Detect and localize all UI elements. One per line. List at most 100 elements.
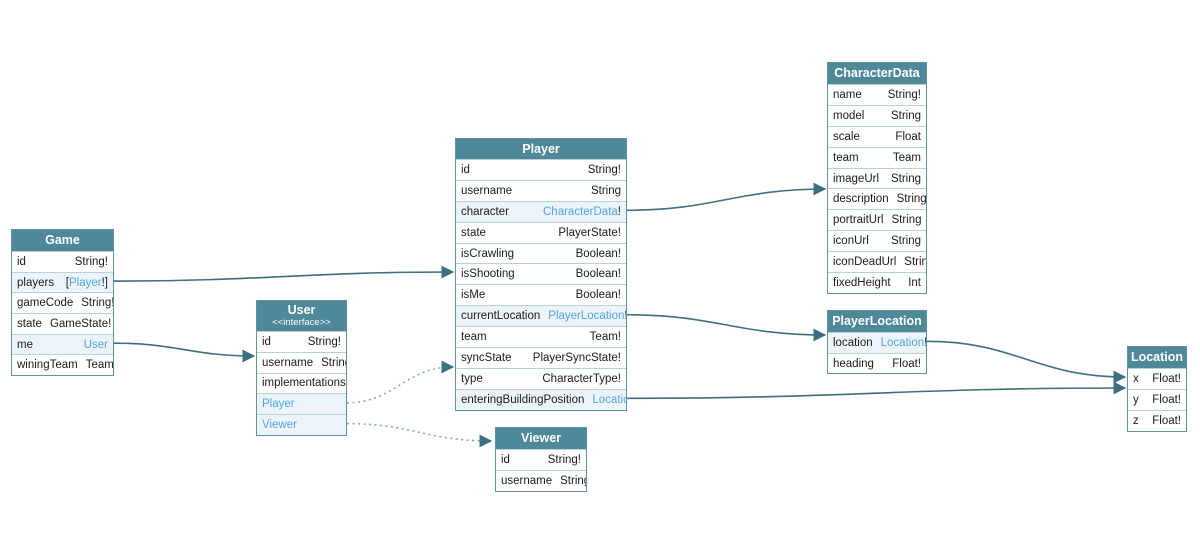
field-name: description [833, 193, 889, 206]
table-title: PlayerLocation [832, 314, 922, 328]
edge-player-enteringbuildingposition-to-location [626, 381, 1127, 400]
field-name: state [17, 317, 42, 330]
field-name: username [461, 184, 513, 197]
field-name: iconUrl [833, 235, 869, 248]
type-text: CharacterType! [542, 372, 621, 385]
field-name: team [461, 331, 487, 344]
field-type: CharacterType! [542, 373, 621, 385]
type-link-player[interactable]: Player [69, 276, 102, 289]
field-row-characterdata-fixedheight[interactable]: fixedHeight Int [828, 272, 926, 293]
field-type: Float! [1152, 373, 1181, 385]
field-name: enteringBuildingPosition [461, 393, 585, 406]
type-text: [ [65, 276, 69, 289]
type-link-location[interactable]: Location [880, 336, 925, 349]
field-row-player-currentlocation[interactable]: currentLocation PlayerLocation! [456, 305, 626, 327]
table-header-location[interactable]: Location [1128, 347, 1186, 368]
edge-player-character-to-characterdata [626, 182, 827, 212]
field-row-user-viewer[interactable]: Viewer [257, 414, 346, 435]
field-name: location [833, 336, 873, 349]
field-type: Boolean! [576, 289, 621, 301]
field-name: currentLocation [461, 310, 541, 323]
field-type: String! [308, 336, 341, 348]
field-name: portraitUrl [833, 214, 884, 227]
table-title: Viewer [520, 431, 562, 445]
type-text: String [904, 256, 926, 269]
field-row-characterdata-icondeadurl[interactable]: iconDeadUrl String [828, 251, 926, 273]
edge-playerlocation-location-to-location [926, 340, 1127, 384]
field-type: Float! [1152, 415, 1181, 427]
field-row-user-id[interactable]: id String! [257, 331, 346, 352]
type-table-user[interactable]: User<<interface>> id String! usernameString… [256, 300, 347, 436]
field-type: Float [895, 131, 921, 143]
field-type: Int [908, 277, 921, 289]
field-type: PlayerLocation! [548, 310, 626, 322]
field-row-game-players[interactable]: players[Player!] [12, 271, 113, 293]
table-header-game[interactable]: Game [12, 230, 113, 251]
field-type: PlayerState! [558, 227, 621, 239]
table-header-characterdata[interactable]: CharacterData [828, 63, 926, 84]
table-header-viewer[interactable]: Viewer [496, 428, 586, 449]
type-table-playerlocation[interactable]: PlayerLocationlocationLocation!headingFl… [827, 310, 927, 375]
type-link-user[interactable]: User [83, 338, 108, 351]
field-type: String [891, 110, 921, 122]
field-row-player-enteringbuildingposition[interactable]: enteringBuildingPosition Location [456, 388, 626, 410]
table-header-player[interactable]: Player [456, 139, 626, 159]
field-name: team [833, 151, 859, 164]
field-name: x [1133, 373, 1139, 385]
implementation-link-player[interactable]: Player [262, 398, 295, 411]
field-row-user-player[interactable]: Player [257, 393, 346, 415]
type-link-location[interactable]: Location [592, 393, 626, 406]
type-text: String! [81, 297, 113, 310]
table-header-user[interactable]: User<<interface>> [257, 301, 346, 331]
type-link-characterdata[interactable]: CharacterData [543, 205, 618, 218]
field-type: String [891, 173, 921, 185]
type-text: Boolean! [575, 268, 621, 281]
type-link-playerlocation[interactable]: PlayerLocation [548, 310, 625, 323]
field-name: id [262, 335, 271, 348]
field-row-user-implementations[interactable]: implementations [257, 372, 346, 394]
field-type: [Player!] [66, 277, 108, 289]
field-type: PlayerSyncState! [533, 352, 621, 364]
field-name: iconDeadUrl [833, 256, 897, 269]
implementation-link-viewer[interactable]: Viewer [262, 419, 297, 432]
table-header-playerlocation[interactable]: PlayerLocation [828, 311, 926, 332]
field-name: fixedHeight [833, 276, 891, 289]
field-row-location-x[interactable]: x Float! [1128, 368, 1186, 389]
